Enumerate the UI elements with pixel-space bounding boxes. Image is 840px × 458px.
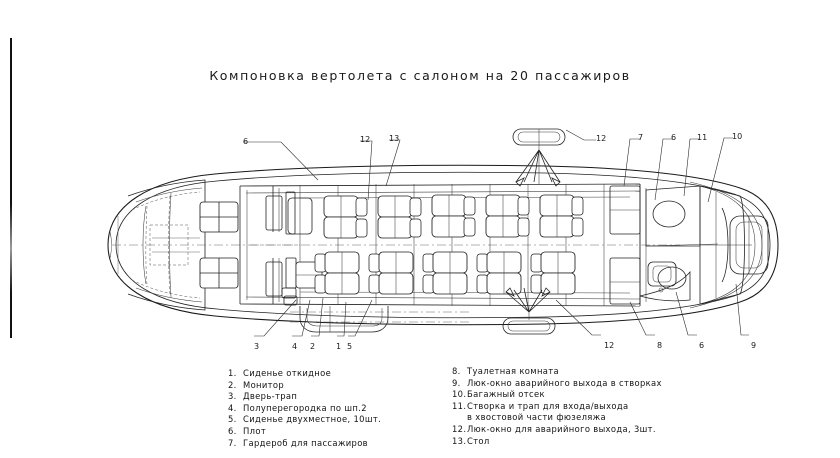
legend-item-label: Стол xyxy=(467,435,490,446)
legend-item-number: 7. xyxy=(228,437,237,448)
seat-row-upper-4 xyxy=(485,194,530,238)
legend-item-label: Туалетная комната xyxy=(467,366,559,376)
seat-row-lower-2 xyxy=(368,251,414,295)
cockpit-section xyxy=(109,179,300,311)
legend-item: 10.Багажный отсек xyxy=(452,389,662,401)
legend-item: 5. Сиденье двухместное, 10шт. xyxy=(228,414,381,426)
seat-row-lower-5 xyxy=(530,251,576,295)
legend-item-number: 4. xyxy=(228,402,237,413)
callout-8-bottom: 8 xyxy=(657,341,663,350)
seat-row-upper-5 xyxy=(539,194,584,238)
callout-1-bottom: 1 xyxy=(336,342,342,351)
legend-item-label: Гардероб для пассажиров xyxy=(243,437,368,448)
legend-item: 2. Монитор xyxy=(228,380,381,392)
seat-row-upper-1 xyxy=(323,195,368,239)
callout-leaders xyxy=(243,129,749,337)
legend-item-number: 11. xyxy=(452,400,467,411)
legend-item-label: Сиденье двухместное, 10шт. xyxy=(243,414,382,425)
legend-item-label-cont: в хвостовой части фюзеляжа xyxy=(467,412,607,423)
legend-item-number: 3. xyxy=(228,391,237,402)
callout-5-bottom: 5 xyxy=(347,342,353,351)
legend-item-continuation: в хвостовой части фюзеляжа xyxy=(452,412,662,424)
callout-12-top-mid: 12 xyxy=(360,135,371,144)
callout-10-top: 10 xyxy=(732,132,743,141)
legend-item: 4. Полуперегородка по шп.2 xyxy=(228,403,381,415)
callout-6-bottom: 6 xyxy=(699,341,705,350)
legend-item-label: Люк-окно аварийного выхода в створках xyxy=(467,377,662,388)
legend-item: 3. Дверь-трап xyxy=(228,391,381,403)
legend-item-label: Сиденье откидное xyxy=(243,368,332,378)
seat-row-lower-1 xyxy=(314,251,360,295)
legend-item-number: 9. xyxy=(452,377,461,388)
pilot-seats xyxy=(199,201,239,289)
seat-row-lower-3 xyxy=(422,251,468,295)
aft-cabin-section xyxy=(609,184,769,306)
legend-item-number: 10. xyxy=(452,389,467,400)
legend-item: 13.Стол xyxy=(452,436,662,448)
legend-item: 11.Створка и трап для входа/выхода xyxy=(452,401,662,413)
legend-item-label: Плот xyxy=(243,425,267,436)
callout-6-top-right: 6 xyxy=(671,133,677,142)
callout-11-top: 11 xyxy=(697,133,708,142)
legend-item-number: 8. xyxy=(452,366,461,376)
legend-item-label: Багажный отсек xyxy=(467,389,545,400)
legend-item-number: 2. xyxy=(228,379,237,390)
legend-item-label: Дверь-трап xyxy=(243,391,298,402)
legend-item-number: 1. xyxy=(228,368,237,378)
legend-item: 7. Гардероб для пассажиров xyxy=(228,438,381,450)
legend-item-label: Створка и трап для входа/выхода xyxy=(467,400,629,411)
seat-row-lower-4 xyxy=(476,251,522,295)
legend-item: 1. Сиденье откидное xyxy=(228,368,381,380)
legend-item: 6. Плот xyxy=(228,426,381,438)
passenger-seat-rows xyxy=(314,194,584,295)
callout-12-bottom: 12 xyxy=(604,341,615,350)
seat-row-upper-3 xyxy=(431,194,476,238)
callout-12-top-right: 12 xyxy=(596,134,607,143)
emergency-exit-hatch-lower xyxy=(502,287,556,335)
legend-item: 8. Туалетная комната xyxy=(452,366,662,378)
drawing-title: Компоновка вертолета с салоном на 20 пас… xyxy=(209,68,631,83)
entry-door-airstair xyxy=(283,295,470,333)
seat-row-upper-2 xyxy=(377,195,422,239)
legend-item: 9. Люк-окно аварийного выхода в створках xyxy=(452,378,662,390)
callout-9-bottom: 9 xyxy=(751,341,757,350)
legend-item-label: Люк-окно для аварийного выхода, 3шт. xyxy=(467,423,656,434)
legend-item-label: Монитор xyxy=(243,379,285,390)
legend-item-number: 6. xyxy=(228,425,237,436)
legend-item-label: Полуперегородка по шп.2 xyxy=(243,402,367,413)
legend-right-column: 8. Туалетная комната 9. Люк-окно аварийного… xyxy=(452,366,662,447)
callout-6-top-left: 6 xyxy=(243,137,249,146)
legend-item-number: 12. xyxy=(452,423,467,434)
callout-2-bottom: 2 xyxy=(310,342,316,351)
callout-4-bottom: 4 xyxy=(292,342,298,351)
callout-13-top: 13 xyxy=(389,134,400,143)
callout-3-bottom: 3 xyxy=(254,342,260,351)
legend-item-number: 13. xyxy=(452,435,467,446)
emergency-exit-hatch-upper xyxy=(512,128,566,187)
callout-7-top: 7 xyxy=(638,133,644,142)
legend-item-number: 5. xyxy=(228,414,237,425)
legend-item: 12.Люк-окно для аварийного выхода, 3шт. xyxy=(452,424,662,436)
scan-edge-artifact xyxy=(10,38,12,338)
